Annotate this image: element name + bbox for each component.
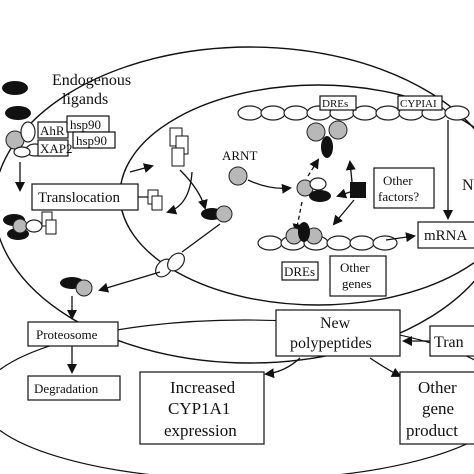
factor-arrow-left [336,188,351,199]
exported-complex [60,277,93,297]
increased-label-3: expression [164,421,237,440]
outer-boundary [0,319,474,474]
factor-arrow-down [332,199,355,226]
arrow-export [98,271,161,293]
translation-box [429,325,474,357]
mrna-label: mRNA [424,228,468,244]
hsp90-label-b: hsp90 [76,133,107,148]
ligand [2,81,28,95]
dres-bottom-box [281,261,319,281]
hsp90-stack [169,127,189,167]
other-genes-label-2: genes [342,276,372,291]
cypiai-box [397,95,443,111]
ahr-label: AhR [40,123,65,138]
ahr-arnt-complex [296,177,331,202]
arrow-release-hsp [179,169,208,210]
dna-bottom [257,235,398,251]
dres-bottom-label: DREs [284,264,315,279]
nuclear-ahr-ligand [201,205,233,223]
xap2-box [37,139,69,157]
arrow-to-other-products [369,357,402,377]
arrow-to-cyp1a1 [264,357,301,379]
new-poly-label-1: New [320,315,351,332]
dna-top [237,105,470,121]
cypiai-label: CYPIAI [400,98,437,110]
other-gene-products-box [399,371,474,445]
factor-square [350,182,366,198]
ligands-label: ligands [62,91,108,108]
proteosome-label: Proteosome [36,327,98,342]
arrow-to-complex [129,163,154,173]
other-gene-label-2: gene [422,399,454,418]
ahr-complex [5,121,45,158]
increased-cyp1a1-box [139,371,265,445]
ligand [5,106,31,120]
dres-top-box [319,95,357,111]
degradation-label: Degradation [34,381,99,396]
mrna-box [417,221,474,249]
nuclear-pore-2 [167,252,185,272]
arrow-down-to-dre [292,201,303,234]
endogenous-label: Endogenous [52,72,131,89]
other-gene-label-1: Other [418,378,457,397]
arnt-protein [228,166,248,186]
cell-membrane [0,46,474,364]
new-poly-label-2: polypeptides [290,335,372,352]
increased-label-1: Increased [170,378,236,397]
dre-complex-top [306,120,348,158]
arrow-genes-to-mrna [385,232,416,243]
arnt-label: ARNT [222,148,257,163]
hsp90-stack-2 [147,189,163,211]
hsp90-box-b [72,131,116,149]
dre-complex-bottom [285,222,323,245]
factor-arrow-up [345,160,356,183]
ligand-bound-complex [3,214,43,240]
other-genes-label-1: Other [340,260,370,275]
hsp90-label-a: hsp90 [70,117,101,132]
xap2-label: XAP2 [40,141,73,156]
hsp90-stack-small [41,211,57,235]
translocation-label: Translocation [38,190,120,206]
dres-top-label: DREs [322,98,348,110]
other-gene-label-3: product [406,421,458,440]
other-factors-box [373,167,435,209]
other-genes-box [329,255,387,297]
new-polypeptides-box [275,309,401,357]
arrow-down-to-pore [181,223,221,253]
arrow-up-to-dre [307,158,320,177]
proteosome-box [27,321,119,347]
degradation-box [27,375,121,401]
other-factors-label-2: factors? [378,189,419,204]
other-factors-label-1: Other [383,173,413,188]
translation-label-partial: Tran [434,334,464,351]
arrow-to-hsp-stack [166,171,193,215]
nucleus-label-partial: N [462,177,474,194]
increased-label-2: CYP1A1 [168,399,230,418]
arrow-arnt [247,179,292,194]
